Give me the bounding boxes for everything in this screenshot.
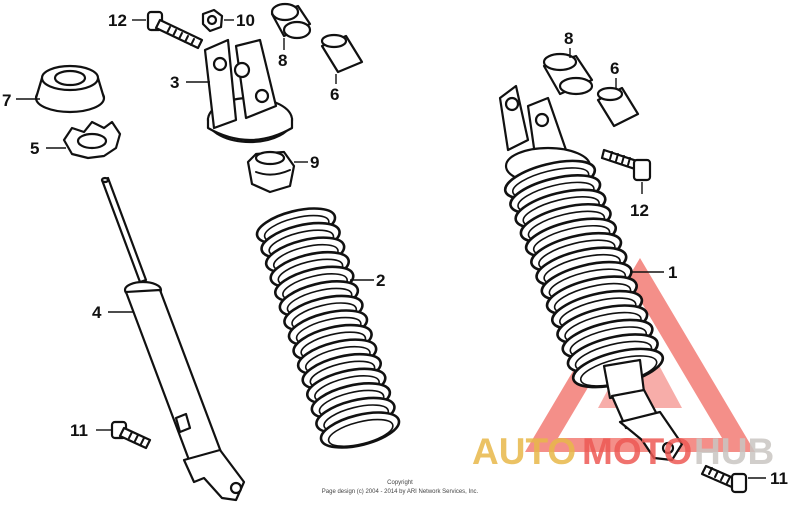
- callout-11-right: 11: [770, 469, 788, 488]
- callout-6-left: 6: [330, 85, 339, 104]
- callout-12-left: 12: [108, 11, 127, 30]
- watermark-moto: MOTO: [582, 431, 692, 472]
- part-12-bolt-left: [146, 10, 204, 50]
- callout-3: 3: [170, 73, 179, 92]
- watermark-text: AUTO MOTO HUB: [472, 431, 774, 472]
- callout-11-left: 11: [70, 421, 88, 440]
- callout-5: 5: [30, 139, 39, 158]
- part-6-sleeve-left: [320, 33, 364, 74]
- part-2-coil-spring: [255, 207, 401, 449]
- callout-2: 2: [376, 271, 385, 290]
- callout-8-right: 8: [564, 29, 573, 48]
- part-11-bolt-right: [700, 464, 748, 494]
- watermark-auto: AUTO: [472, 431, 576, 472]
- callout-8-left: 8: [278, 51, 287, 70]
- callout-4: 4: [92, 303, 102, 322]
- part-6-sleeve-right: [596, 86, 640, 128]
- part-4-damper: [100, 176, 246, 502]
- part-8-bushing-right: [542, 52, 594, 96]
- copyright-notice: Page design (c) 2004 - 2014 by ARI Netwo…: [322, 489, 479, 495]
- part-9-bump-rubber: [246, 150, 296, 194]
- callout-7: 7: [2, 91, 11, 110]
- part-3-upper-mount: [203, 38, 294, 144]
- callout-1: 1: [668, 263, 677, 282]
- callout-6-right: 6: [610, 59, 619, 78]
- part-8-bushing-left: [270, 2, 312, 40]
- copyright-heading: Copyright: [387, 480, 413, 486]
- part-12-bolt-right: [600, 148, 652, 182]
- callout-9: 9: [310, 153, 319, 172]
- watermark-hub: HUB: [694, 431, 774, 472]
- part-7-seal-cap: [34, 64, 106, 114]
- callout-10: 10: [236, 11, 255, 30]
- part-5-lock-washer: [62, 120, 122, 160]
- callout-12-right: 12: [630, 201, 649, 220]
- part-11-bolt-left: [110, 420, 152, 450]
- part-1-shock-assembly: [498, 84, 684, 462]
- part-10-nut: [201, 8, 224, 33]
